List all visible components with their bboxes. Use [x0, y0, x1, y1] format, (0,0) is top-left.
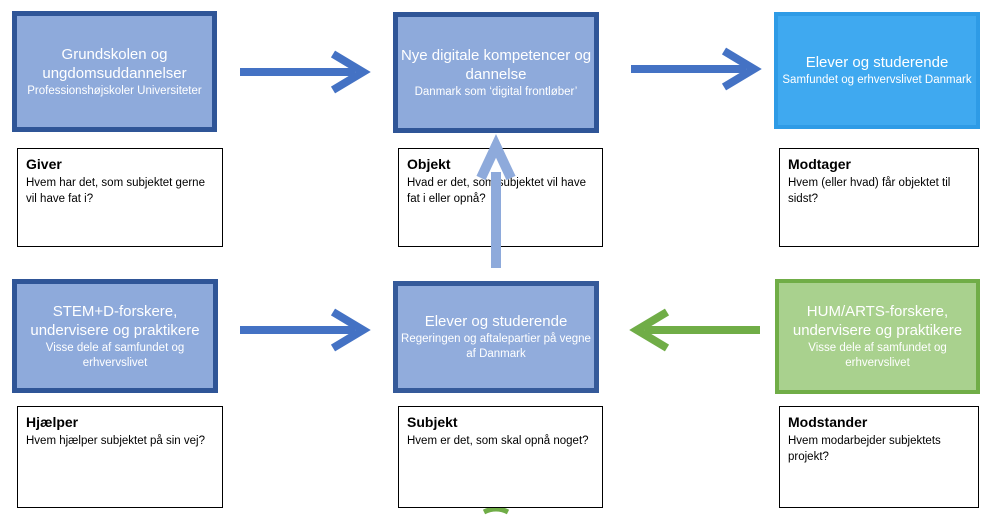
label-giver-heading: Giver: [26, 156, 62, 172]
label-modtager-desc: Hvem (eller hvad) får objektet til sidst…: [788, 177, 951, 205]
arrow-modstander-to-subjekt: [629, 308, 760, 352]
arrow-hjaelper-to-subjekt: [240, 308, 371, 352]
node-modtager-title: Elever og studerende: [805, 54, 949, 71]
node-modtager: Elever og studerende Samfundet og erhver…: [774, 12, 980, 129]
node-hjaelper: STEM+D-forskere, undervisere og praktike…: [12, 279, 218, 393]
label-modtager: Modtager Hvem (eller hvad) får objektet …: [779, 148, 979, 247]
node-modstander: HUM/ARTS-forskere, undervisere og prakti…: [775, 279, 980, 394]
node-subjekt-title: Elever og studerende: [424, 313, 568, 330]
node-modstander-title: HUM/ARTS-forskere, undervisere og prakti…: [792, 303, 963, 339]
node-subjekt-sub: Regeringen og aftalepartier på vegne af …: [401, 333, 591, 360]
label-objekt-heading: Objekt: [407, 156, 451, 172]
label-giver: Giver Hvem har det, som subjektet gerne …: [17, 148, 223, 247]
arrow-objekt-to-modtager: [631, 47, 762, 91]
label-subjekt: Subjekt Hvem er det, som skal opnå noget…: [398, 406, 603, 508]
node-objekt: Nye digitale kompetencer og dannelse Dan…: [393, 12, 599, 133]
label-subjekt-heading: Subjekt: [407, 414, 458, 430]
label-hjaelper-desc: Hvem hjælper subjektet på sin vej?: [26, 435, 205, 447]
arrow-giver-to-objekt: [240, 50, 371, 94]
label-objekt: Objekt Hvad er det, som subjektet vil ha…: [398, 148, 603, 247]
label-subjekt-desc: Hvem er det, som skal opnå noget?: [407, 435, 589, 447]
label-modstander-desc: Hvem modarbejder subjektets projekt?: [788, 435, 941, 463]
label-giver-desc: Hvem har det, som subjektet gerne vil ha…: [26, 177, 205, 205]
node-hjaelper-title: STEM+D-forskere, undervisere og praktike…: [30, 302, 200, 339]
label-modtager-heading: Modtager: [788, 156, 851, 172]
node-modstander-sub: Visse dele af samfundet og erhvervslivet: [808, 342, 947, 369]
node-modtager-sub: Samfundet og erhvervslivet Danmark: [782, 74, 972, 86]
label-hjaelper: Hjælper Hvem hjælper subjektet på sin ve…: [17, 406, 223, 508]
label-modstander: Modstander Hvem modarbejder subjektets p…: [779, 406, 979, 508]
node-objekt-title: Nye digitale kompetencer og dannelse: [400, 46, 592, 83]
green-arc-fragment: [482, 506, 510, 515]
node-hjaelper-sub: Visse dele af samfundet og erhvervslivet: [45, 341, 185, 369]
node-giver-title: Grundskolen og ungdomsuddannelser: [42, 45, 187, 82]
node-giver: Grundskolen og ungdomsuddannelser Profes…: [12, 11, 217, 132]
node-subjekt: Elever og studerende Regeringen og aftal…: [393, 281, 599, 393]
label-hjaelper-heading: Hjælper: [26, 414, 79, 430]
label-objekt-desc: Hvad er det, som subjektet vil have fat …: [407, 177, 586, 205]
label-modstander-heading: Modstander: [788, 414, 868, 430]
node-objekt-sub: Danmark som ‘digital frontløber’: [414, 85, 578, 98]
node-giver-sub: Professionshøjskoler Universiteter: [27, 84, 202, 97]
